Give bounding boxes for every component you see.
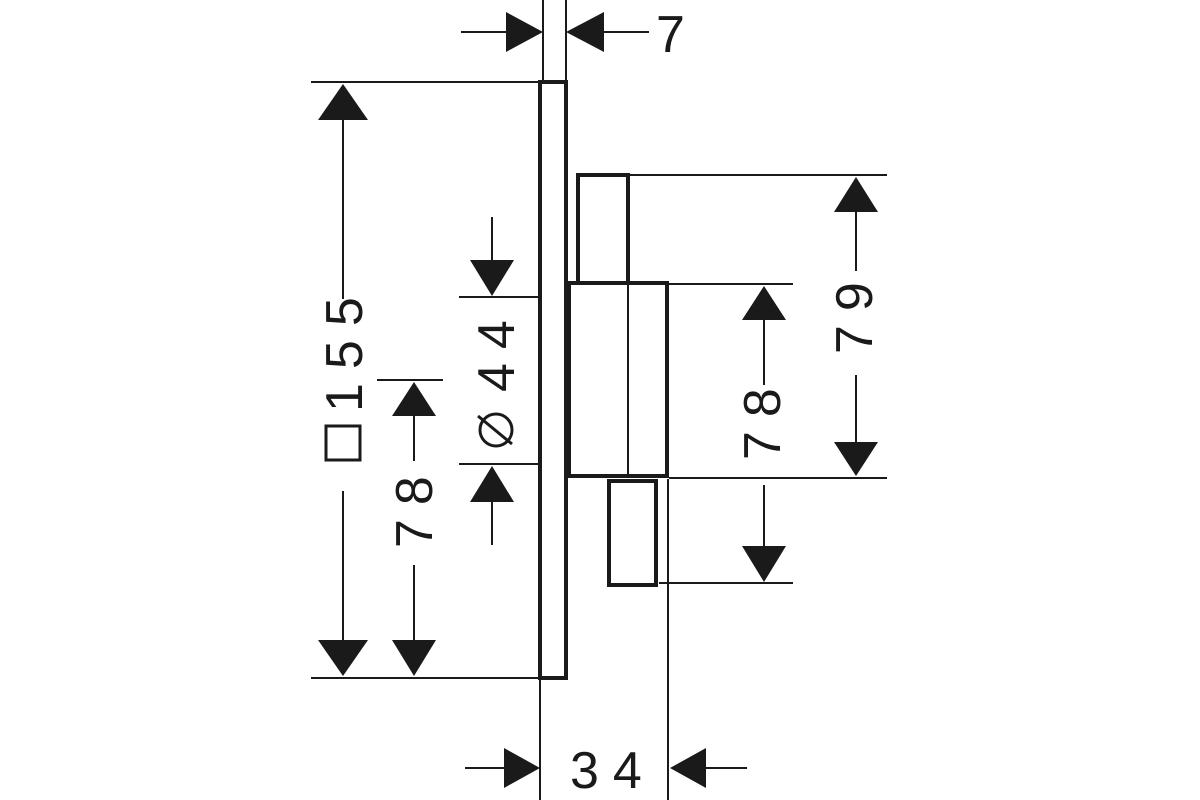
- dim-depth-bottom: 34: [465, 742, 747, 800]
- upper-body: [576, 173, 630, 285]
- dim-label-155: 155: [316, 283, 374, 412]
- lower-body: [607, 479, 658, 587]
- dim-label-79: 79: [826, 268, 884, 354]
- center-cartridge: [567, 281, 669, 478]
- diameter-symbol: [477, 412, 514, 448]
- part-outline: [538, 80, 669, 680]
- cover-plate: [538, 80, 568, 680]
- dim-label-34: 34: [570, 742, 656, 800]
- dim-mid-right: 78: [734, 286, 792, 582]
- dim-label-78-left: 78: [386, 462, 444, 548]
- dim-plate-square: 155: [316, 84, 374, 676]
- dim-diameter: 44: [468, 217, 526, 545]
- square-symbol: [324, 424, 362, 462]
- dim-half-left: 78: [386, 382, 444, 676]
- dim-height-right: 79: [826, 177, 884, 476]
- extension-lines: [311, 0, 887, 800]
- dim-label-78-right: 78: [734, 374, 792, 460]
- dim-label-7: 7: [656, 6, 699, 64]
- dim-label-44: 44: [468, 306, 526, 392]
- dim-thickness-top: 7: [461, 6, 699, 64]
